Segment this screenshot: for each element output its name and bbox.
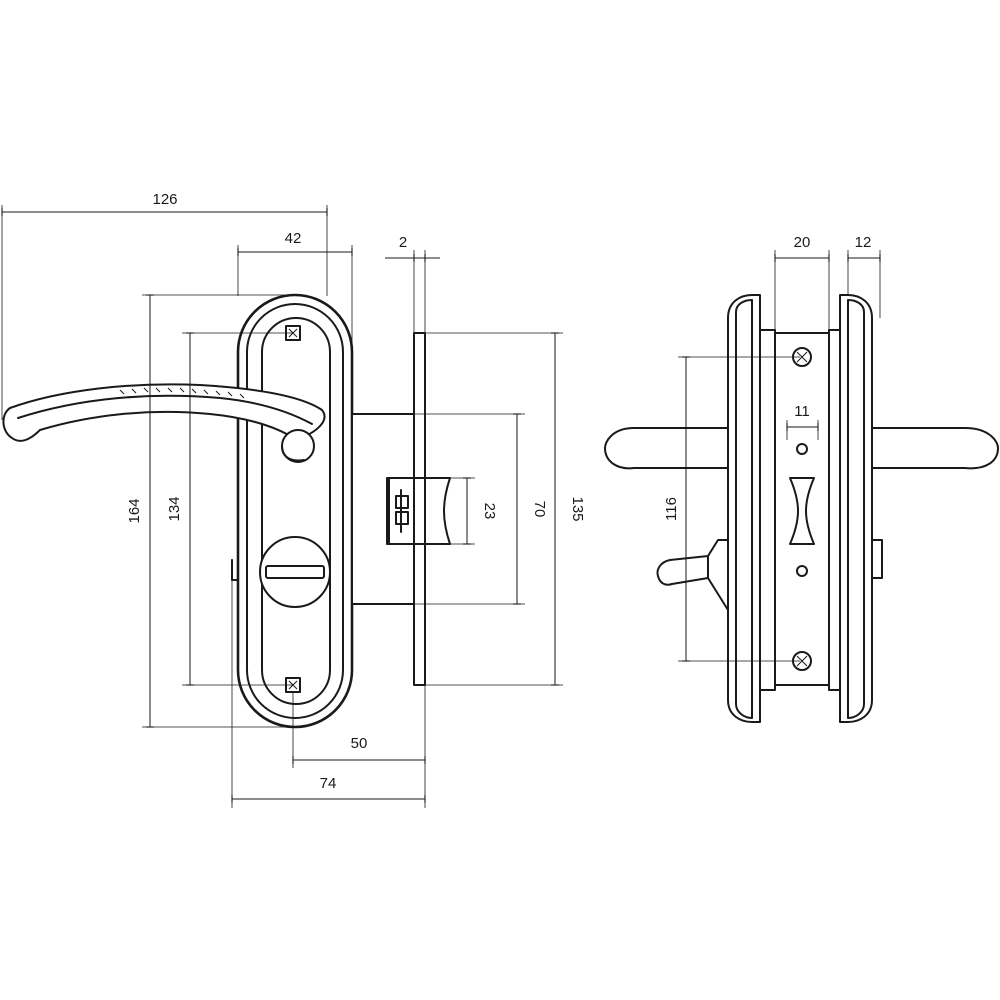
dimension-label-70: 70	[531, 501, 548, 518]
dimension-label-135: 135	[569, 496, 586, 521]
dimension-label-134: 134	[166, 496, 183, 521]
dimension-label-116: 116	[663, 497, 680, 521]
side-faceplate	[774, 332, 830, 686]
dimension-label-23: 23	[481, 503, 498, 520]
lock-body	[351, 332, 451, 686]
privacy-turn-knob	[259, 536, 331, 608]
dimension-label-20: 20	[794, 234, 811, 251]
side-turn-knob	[656, 539, 729, 611]
dimension-label-164: 164	[126, 498, 143, 523]
dimension-label-42: 42	[285, 230, 302, 247]
dimension-label-74: 74	[320, 775, 337, 792]
side-plate-left	[727, 294, 776, 723]
dimension-label-2: 2	[399, 234, 407, 251]
front-plate-inner	[261, 317, 331, 705]
front-view: 126 42 2 164 134 50 74	[1, 191, 586, 808]
dimension-label-11: 11	[794, 403, 810, 420]
dimension-label-126: 126	[152, 191, 177, 208]
side-view: 20 12 11 116	[604, 234, 999, 723]
side-plate-right	[828, 294, 873, 723]
side-lever-left	[604, 427, 729, 470]
dimension-label-12: 12	[855, 234, 872, 251]
front-plate-middle	[246, 303, 344, 719]
side-lever-right	[871, 427, 999, 470]
dimension-label-50: 50	[351, 735, 368, 752]
front-plate-outer	[236, 293, 354, 729]
lever-handle	[2, 383, 326, 463]
